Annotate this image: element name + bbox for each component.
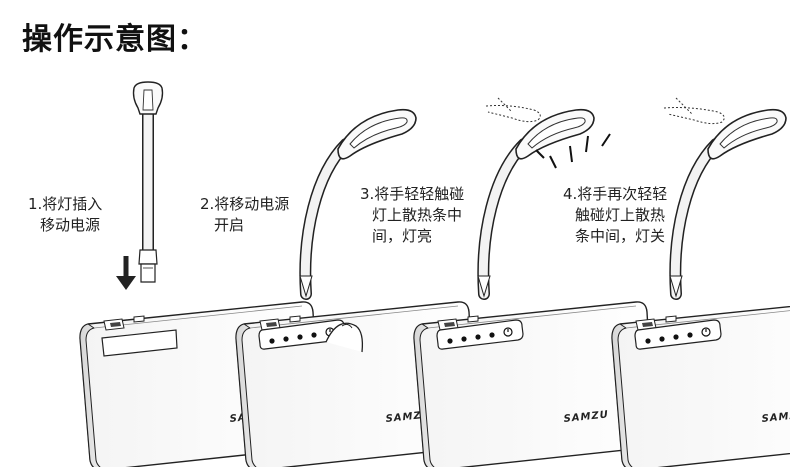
step-3-finger-icon [485,97,541,123]
step-4-power-bank: SAMZU [611,301,790,467]
step-3-lamp [478,110,594,296]
step-4-line-1: 4.将手再次轻轻 [563,185,668,203]
step-2-line-2: 开启 [214,216,245,234]
step-2-lamp [300,110,416,296]
step-4-brand-text: SAMZU [761,409,790,425]
step-4-line-2: 触碰灯上散热 [575,206,666,224]
step-4-lamp [670,110,786,296]
step-2-line-1: 2.将移动电源 [200,195,290,213]
step-3-line-2: 灯上散热条中 [372,206,463,224]
step-4-finger-icon [663,97,725,125]
insert-arrow-icon [116,256,136,290]
step-3-power-bank: SAMZU [413,301,655,467]
step-4-text: 4.将手再次轻轻 触碰灯上散热 条中间，灯关 [563,184,667,247]
step-4-line-3: 条中间，灯关 [575,227,666,245]
step-3-line-1: 3.将手轻轻触碰 [360,185,465,203]
step-3-line-3: 间，灯亮 [372,227,433,245]
step-1-line-2: 移动电源 [40,216,101,234]
step-1-line-1: 1.将灯插入 [28,195,103,213]
step-3-brand-text: SAMZU [563,409,609,425]
step-1-text: 1.将灯插入 移动电源 [28,194,102,236]
step-1-lamp [132,81,164,283]
step-2-text: 2.将移动电源 开启 [200,194,289,236]
step-2-finger-icon [325,322,364,353]
page-title: 操作示意图： [22,22,208,57]
step-3-text: 3.将手轻轻触碰 灯上散热条中 间，灯亮 [360,184,464,247]
light-rays-icon [535,133,611,169]
